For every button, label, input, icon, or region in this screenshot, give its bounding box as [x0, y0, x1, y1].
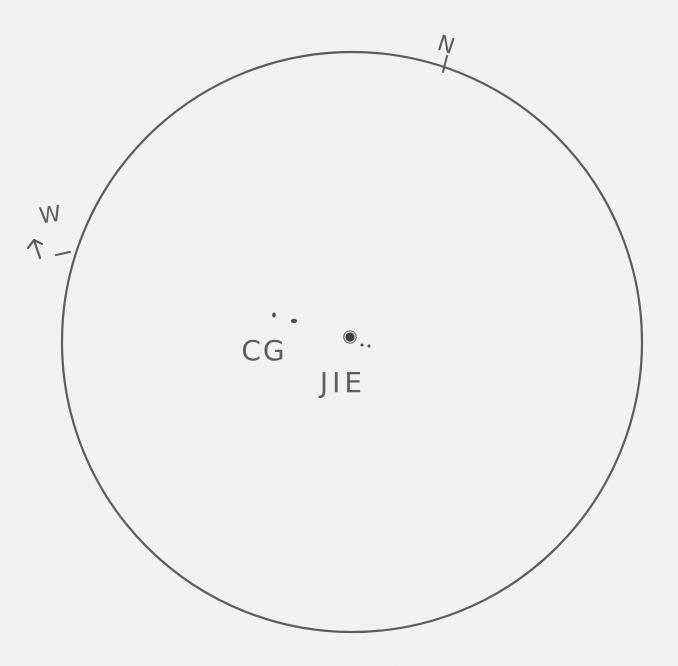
sunspot-main-umbra [345, 332, 355, 342]
sunspot-right-dot-1 [360, 343, 364, 347]
left-group-label: CG [241, 334, 286, 367]
sunspot-left-dot-1 [272, 312, 276, 318]
right-group-label: JIE [318, 366, 366, 399]
sunspot-left-dot-2 [290, 318, 298, 324]
solar-disc-outline [60, 50, 644, 634]
west-tick-mark [55, 251, 71, 256]
north-tick-mark [442, 55, 448, 73]
west-label: W [38, 202, 63, 230]
north-label: N [434, 31, 457, 60]
west-arrow-icon [26, 238, 44, 260]
sunspot-main-penumbra [343, 330, 357, 344]
sunspot-right-dot-2 [367, 344, 371, 348]
